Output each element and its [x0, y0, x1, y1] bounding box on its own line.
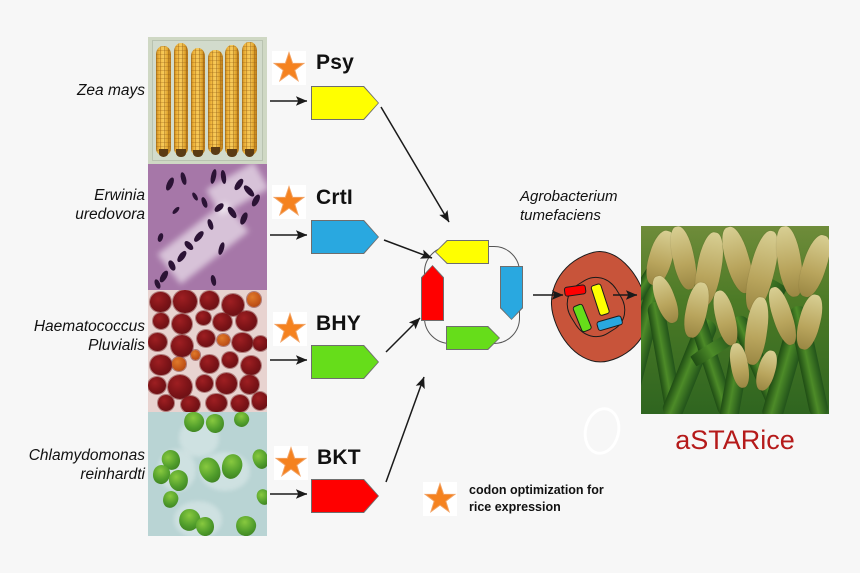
gene-arrow-bhy [311, 345, 379, 379]
erwinia-micrograph-photo [148, 164, 267, 290]
star-icon [276, 315, 304, 341]
organism-label-erwinia: Erwinia uredovora [75, 187, 145, 223]
star-icon [426, 485, 454, 511]
gene-arrow-psy [311, 86, 379, 120]
legend-star-box [423, 482, 457, 516]
plasmid-gene-bkt [421, 265, 444, 321]
haematococcus-micrograph-photo [148, 290, 267, 412]
plasmid-gene-bhy [446, 326, 500, 350]
gene-label-bhy: BHY [316, 312, 361, 335]
plasmid-gene-crti [500, 266, 523, 320]
star-icon [277, 449, 305, 475]
maize-cobs-photo [148, 37, 267, 164]
gene-label-crti: CrtI [316, 186, 353, 209]
organism-label-haematococcus: Haematococcus Pluvialis [33, 318, 145, 354]
star-icon [275, 188, 303, 214]
gene-arrow-bkt [311, 479, 379, 513]
legend: codon optimization for rice expression [423, 482, 604, 516]
codon-star-box-psy [272, 51, 306, 85]
product-label-astarice: aSTARice [675, 425, 795, 455]
agro-gene-bkt [563, 284, 587, 298]
chlamydomonas-micrograph-photo [148, 412, 267, 536]
codon-star-box-bhy [273, 312, 307, 346]
construct-plasmid [418, 240, 528, 352]
agrobacterium-label: Agrobacterium tumefaciens [520, 188, 618, 224]
legend-text: codon optimization for rice expression [469, 483, 604, 514]
codon-star-box-crti [272, 185, 306, 219]
agro-gene-psy [590, 282, 611, 317]
gene-arrow-crti [311, 220, 379, 254]
star-icon [275, 54, 303, 80]
gene-label-bkt: BKT [317, 446, 361, 469]
plasmid-gene-psy [435, 240, 489, 264]
codon-star-box-bkt [274, 446, 308, 480]
background-ellipse-artifact [579, 403, 625, 459]
agrobacterium-cell [540, 242, 659, 372]
organism-label-zea-mays: Zea mays [76, 82, 145, 99]
gene-label-psy: Psy [316, 51, 354, 74]
rice-field-photo [641, 226, 829, 414]
organism-label-chlamydomonas: Chlamydomonas reinhardti [28, 447, 145, 483]
